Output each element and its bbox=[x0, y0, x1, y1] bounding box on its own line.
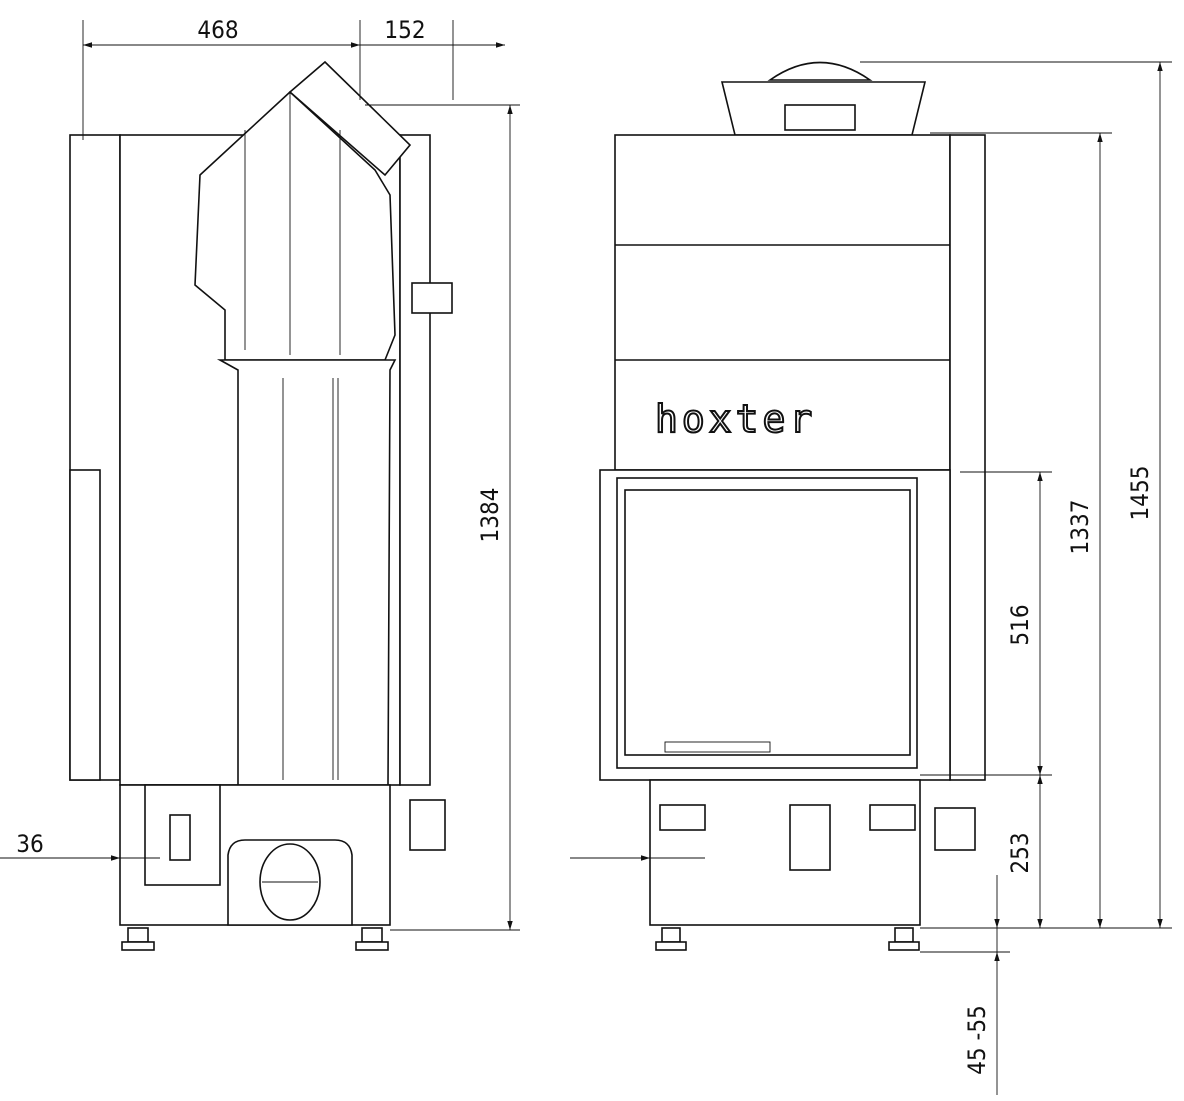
feet bbox=[121, 927, 389, 951]
front-feet bbox=[655, 927, 920, 951]
side-panel bbox=[949, 134, 986, 781]
front-side-connector bbox=[934, 807, 976, 851]
dim-body-height-label: 1337 bbox=[1066, 500, 1094, 555]
dim-total-height-label: 1455 bbox=[1126, 466, 1154, 521]
dim-height-label: 1384 bbox=[476, 488, 504, 543]
side-rear-panel bbox=[399, 134, 431, 786]
dim-base-height-label: 253 bbox=[1006, 832, 1034, 873]
door-glass bbox=[624, 489, 911, 756]
side-lower-cladding bbox=[69, 469, 101, 781]
side-view: 468 152 1384 36 bbox=[0, 16, 520, 951]
flue-handle bbox=[784, 104, 856, 131]
top-casing bbox=[614, 134, 951, 471]
brand-logo: hoxter bbox=[655, 397, 816, 441]
dim-flue-offset-label: 152 bbox=[384, 16, 425, 44]
dim-depth-label: 468 bbox=[197, 16, 238, 44]
side-connector bbox=[409, 799, 446, 851]
air-control bbox=[789, 804, 831, 871]
bracket bbox=[169, 814, 191, 861]
dim-wall-offset-label: 36 bbox=[16, 830, 43, 858]
front-view: hoxter 1455 1337 516 253 bbox=[570, 61, 1172, 1095]
side-door-frame bbox=[216, 359, 397, 786]
front-base bbox=[649, 779, 921, 926]
base-slot-left bbox=[659, 804, 706, 831]
dim-door-height-label: 516 bbox=[1006, 604, 1034, 645]
flue-outlet bbox=[288, 60, 412, 177]
flue-dome bbox=[767, 61, 873, 81]
base-slot-right bbox=[869, 804, 916, 831]
air-connector bbox=[411, 282, 453, 314]
dim-feet-adjust-label: 45 -55 bbox=[963, 1005, 991, 1075]
